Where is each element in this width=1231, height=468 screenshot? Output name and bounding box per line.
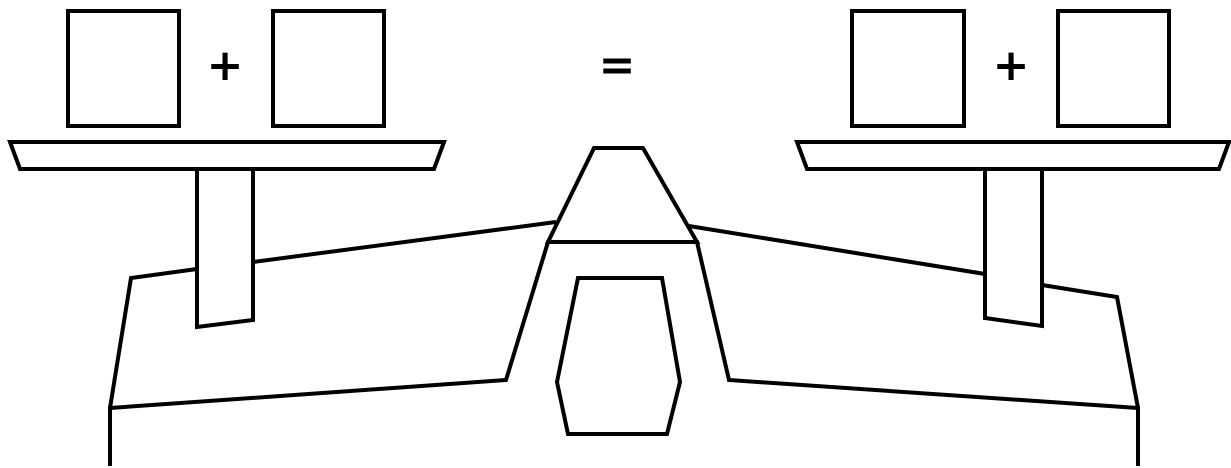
left-expression: + xyxy=(68,11,384,126)
left-post xyxy=(197,169,253,327)
right-post xyxy=(985,169,1042,326)
right-expression: + xyxy=(852,11,1169,126)
left-box-1[interactable] xyxy=(68,11,179,126)
right-box-2[interactable] xyxy=(1058,11,1169,126)
fulcrum xyxy=(548,148,697,434)
left-beam xyxy=(110,269,197,408)
left-beam-top xyxy=(253,222,556,262)
fulcrum-trapezoid xyxy=(548,148,697,242)
fulcrum-window xyxy=(557,278,680,434)
right-box-1[interactable] xyxy=(852,11,964,126)
left-pan-assembly xyxy=(10,142,444,327)
right-pan xyxy=(797,142,1229,169)
right-plus-sign: + xyxy=(993,40,1030,91)
equals-sign: = xyxy=(599,40,636,91)
left-pan xyxy=(10,142,444,169)
right-beam xyxy=(1042,285,1138,408)
right-beam-top xyxy=(689,226,985,274)
left-box-2[interactable] xyxy=(273,11,384,126)
left-plus-sign: + xyxy=(207,40,244,91)
right-pan-assembly xyxy=(797,142,1229,326)
